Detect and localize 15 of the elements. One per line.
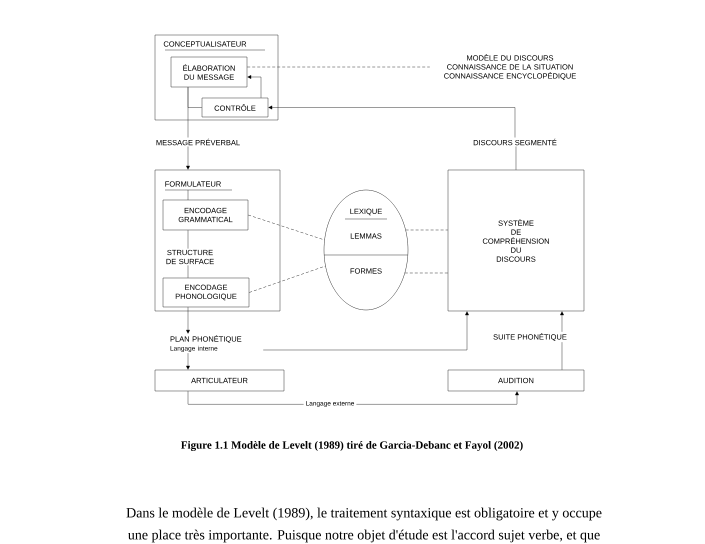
body-text: Dans le modèle de Levelt (1989), le traitement syntaxique est obligatoire et y occupe <box>126 508 602 520</box>
arrow <box>560 311 564 332</box>
arrow <box>186 146 190 170</box>
dashed-line <box>248 214 325 240</box>
dashed-line <box>249 266 326 293</box>
connector-line <box>188 87 202 108</box>
body-text: une place très importante. Puisque notre objet d'étude est l'accord sujet verbe, et que <box>128 530 600 542</box>
arrow <box>186 307 190 334</box>
figure-caption: Figure 1.1 Modèle de Levelt (1989) tiré de Garcia-Debanc et Fayol (2002) <box>181 440 523 452</box>
arrow <box>263 311 469 350</box>
arrow <box>186 352 190 370</box>
arrow <box>247 75 262 98</box>
dashed-line <box>247 66 430 68</box>
dashed-line <box>404 272 448 274</box>
arrow <box>268 106 516 138</box>
